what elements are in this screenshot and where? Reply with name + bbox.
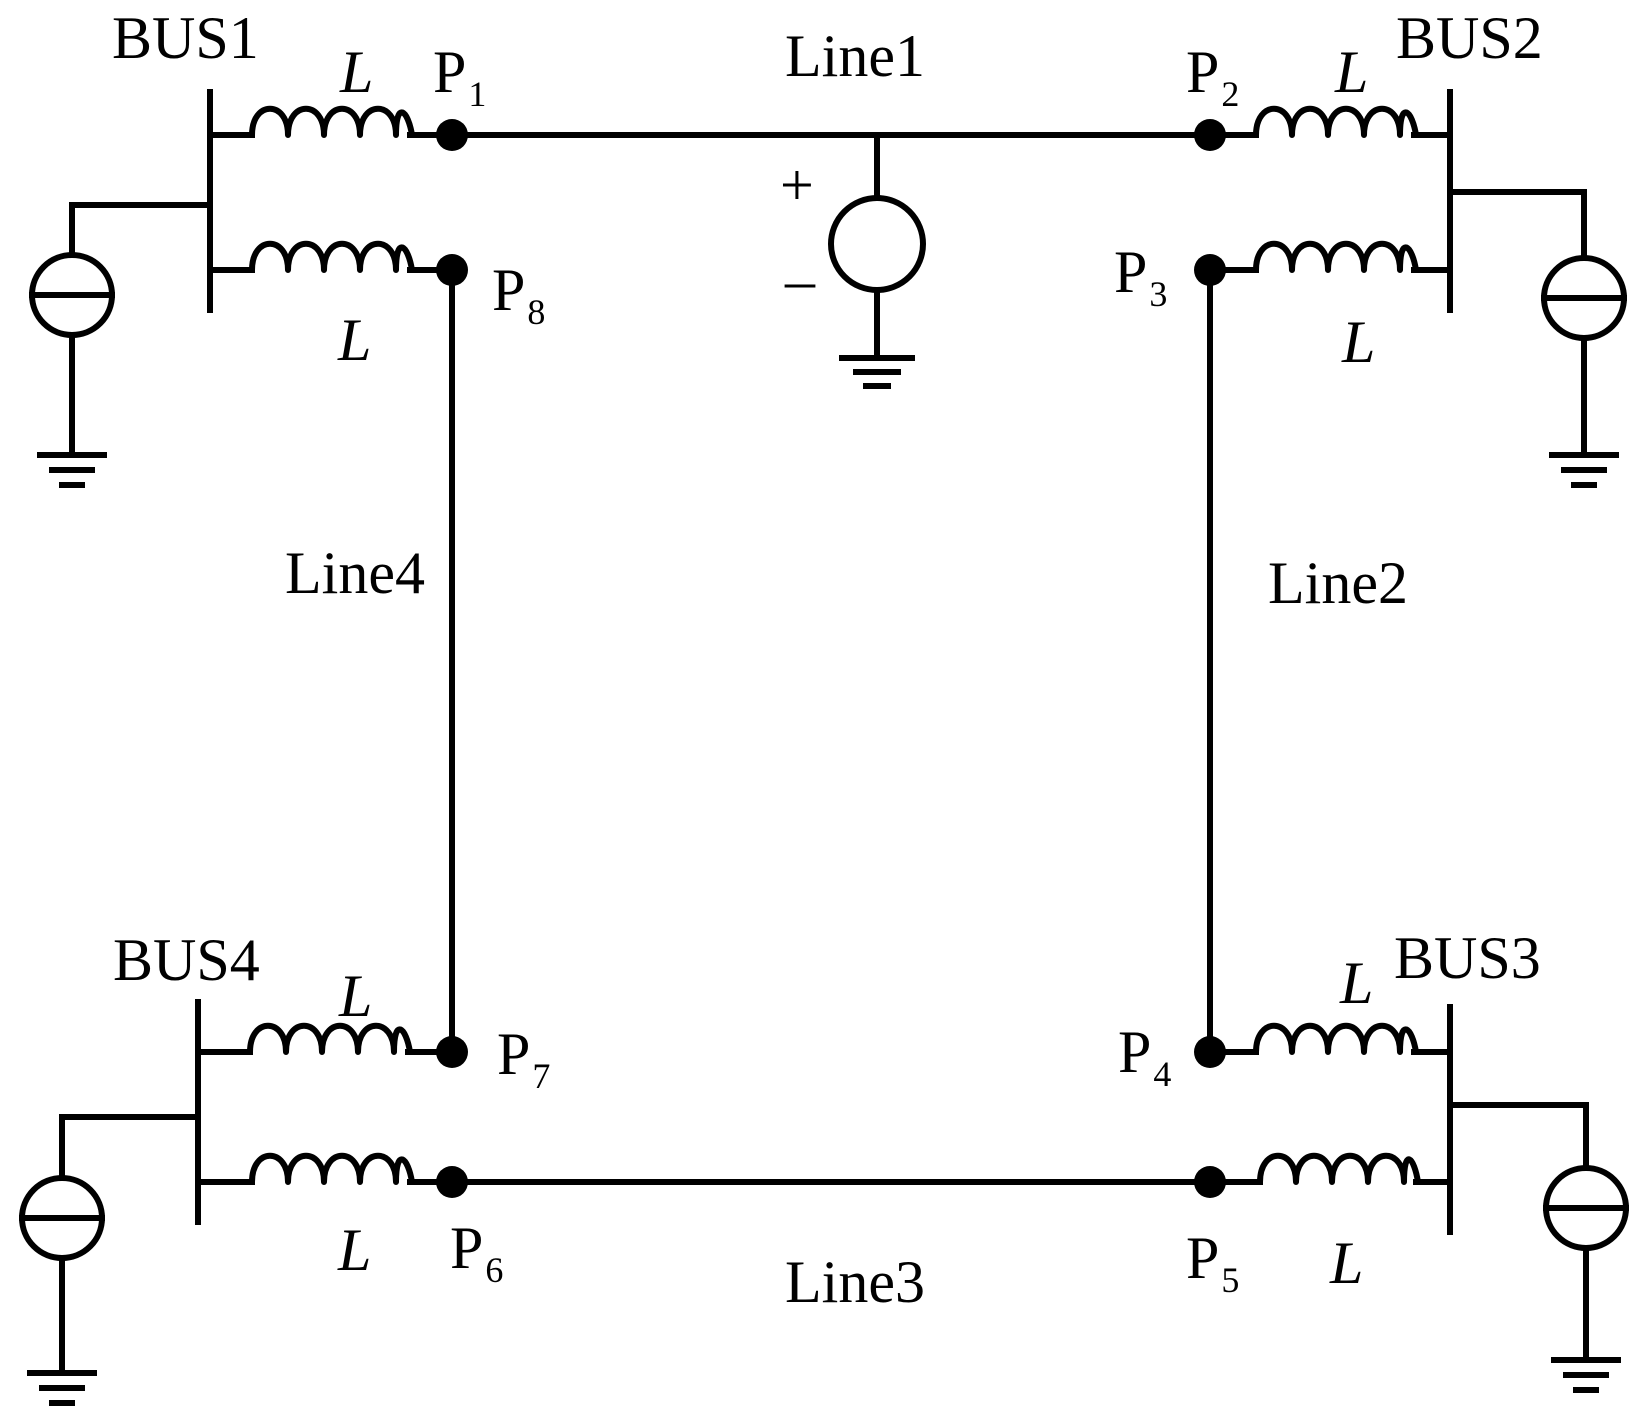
node-p6	[436, 1166, 468, 1198]
line4-label: Line4	[285, 540, 425, 606]
inductor-label-bus2-upper: L	[1334, 39, 1368, 105]
node-label-p1-letter: P	[433, 39, 466, 105]
inductor-label-bus4-upper: L	[338, 963, 372, 1029]
node-label-p4: P4	[1118, 1019, 1171, 1094]
bus2-ground-icon	[1549, 452, 1619, 488]
inductor-bus4-upper	[247, 1022, 413, 1055]
bus4-group	[19, 999, 455, 1406]
bus1-group	[29, 89, 455, 488]
node-label-p2-letter: P	[1186, 39, 1219, 105]
node-label-p8-letter: P	[492, 257, 525, 323]
voltage-source-ground-icon	[839, 355, 915, 389]
line3-label: Line3	[785, 1249, 925, 1315]
node-label-p1: P1	[433, 39, 486, 114]
inductor-label-bus1-upper: L	[339, 39, 373, 105]
bus2-group	[1207, 89, 1627, 488]
inductor-bus1-lower	[249, 240, 415, 273]
line2-label: Line2	[1268, 550, 1408, 616]
voltage-source-minus-sign: –	[784, 247, 816, 313]
inductor-label-bus1-lower: L	[337, 307, 371, 373]
node-label-p6-letter: P	[450, 1215, 483, 1281]
node-label-p5: P5	[1186, 1225, 1239, 1300]
inductor-bus3-upper	[1253, 1022, 1419, 1055]
bus3-group	[1207, 1004, 1629, 1393]
bus1-ground-icon	[37, 452, 107, 488]
inductor-bus4-lower	[249, 1152, 415, 1185]
inductor-label-bus3-upper: L	[1339, 950, 1373, 1016]
bus3-ground-icon	[1551, 1357, 1621, 1393]
inductor-bus3-lower	[1257, 1152, 1421, 1185]
node-label-p7-letter: P	[497, 1021, 530, 1087]
bus1-label: BUS1	[112, 5, 259, 71]
bus3-source-wire	[1447, 1102, 1589, 1171]
node-p1	[436, 119, 468, 151]
bus4-source-wire	[59, 1114, 201, 1181]
node-label-p2-sub: 2	[1221, 74, 1239, 114]
inductor-bus2-lower	[1253, 240, 1419, 273]
node-label-p4-sub: 4	[1153, 1054, 1171, 1094]
voltage-source-plus-sign: +	[780, 152, 814, 218]
node-p2	[1194, 119, 1226, 151]
node-p7	[436, 1036, 468, 1068]
node-label-p3-letter: P	[1114, 239, 1147, 305]
node-label-p3: P3	[1114, 239, 1167, 314]
node-label-p8-sub: 8	[527, 292, 545, 332]
node-label-p6-sub: 6	[485, 1250, 503, 1290]
node-label-p5-sub: 5	[1221, 1260, 1239, 1300]
inductor-label-bus3-lower: L	[1329, 1230, 1363, 1296]
node-label-p2: P2	[1186, 39, 1239, 114]
voltage-source-icon	[828, 195, 926, 293]
node-label-p7-sub: 7	[532, 1056, 550, 1096]
voltage-source-group: + –	[780, 132, 926, 389]
bus4-label: BUS4	[113, 927, 260, 993]
line1-label: Line1	[785, 23, 925, 89]
inductor-label-bus2-lower: L	[1341, 309, 1375, 375]
node-label-p6: P6	[450, 1215, 503, 1290]
node-label-p7: P7	[497, 1021, 550, 1096]
node-p4	[1194, 1036, 1226, 1068]
inductor-bus2-upper	[1253, 105, 1419, 138]
node-label-p4-letter: P	[1118, 1019, 1151, 1085]
node-label-p5-letter: P	[1186, 1225, 1219, 1291]
bus2-source-wire	[1447, 189, 1587, 261]
bus4-ground-icon	[27, 1370, 97, 1406]
node-label-p3-sub: 3	[1149, 274, 1167, 314]
node-p8	[436, 254, 468, 286]
node-p5	[1194, 1166, 1226, 1198]
node-label-p8: P8	[492, 257, 545, 332]
node-label-p1-sub: 1	[468, 74, 486, 114]
bus3-label: BUS3	[1394, 925, 1541, 991]
inductor-bus1-upper	[249, 105, 415, 138]
bus1-source-wire	[69, 202, 213, 258]
bus2-label: BUS2	[1396, 5, 1543, 71]
inductor-label-bus4-lower: L	[337, 1217, 371, 1283]
node-p3	[1194, 254, 1226, 286]
